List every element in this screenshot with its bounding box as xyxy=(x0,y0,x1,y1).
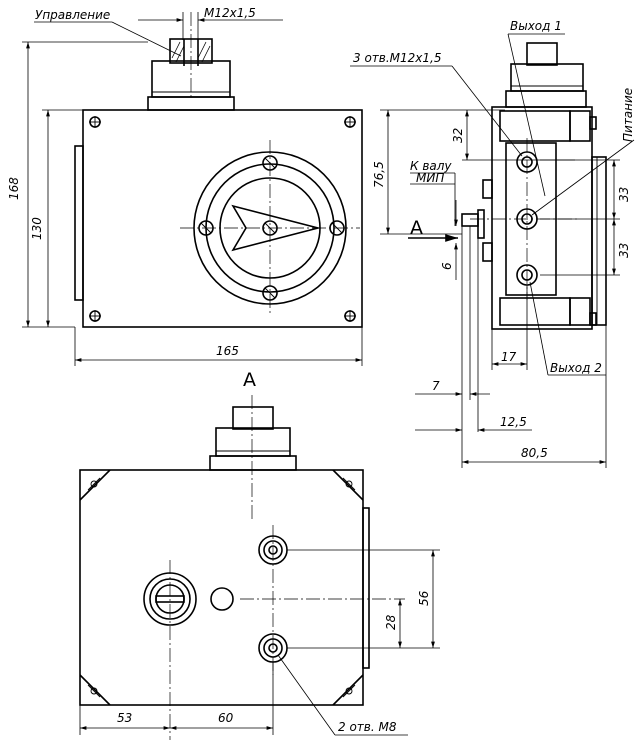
control-connector xyxy=(147,12,235,111)
dim-56: 56 xyxy=(417,590,431,606)
view-a: A xyxy=(79,369,440,740)
dim-168: 168 xyxy=(7,177,21,200)
indicator-dial xyxy=(180,140,360,315)
view-a-title: A xyxy=(243,369,256,391)
pointer-arrow-icon xyxy=(231,204,322,252)
housing-front xyxy=(82,109,363,328)
label-to-shaft: К валу xyxy=(410,159,452,173)
side-view: 3 отв.M12x1,5 Выход 1 Питание К валу МИП… xyxy=(350,19,635,468)
dim-33-lower: 33 xyxy=(617,243,631,258)
corner-screws xyxy=(89,116,356,322)
label-holes-2: 2 отв. М8 xyxy=(338,720,397,734)
dim-76-5: 76,5 xyxy=(372,161,386,188)
dim-28: 28 xyxy=(384,614,398,630)
view-a-arrow-label: A xyxy=(410,217,423,239)
label-output-1: Выход 1 xyxy=(510,19,562,33)
dims-side xyxy=(350,33,635,468)
label-holes-3: 3 отв.M12x1,5 xyxy=(353,51,441,65)
dim-60: 60 xyxy=(218,711,234,725)
dim-6: 6 xyxy=(440,262,454,270)
dims-front xyxy=(22,12,363,366)
output1-connector xyxy=(505,42,587,108)
dim-80-5: 80,5 xyxy=(521,446,548,460)
label-control: Управление xyxy=(35,8,110,22)
label-mip: МИП xyxy=(416,171,444,185)
dim-53: 53 xyxy=(117,711,132,725)
label-power: Питание xyxy=(621,88,635,142)
dim-17: 17 xyxy=(501,350,517,364)
label-output-2: Выход 2 xyxy=(550,361,602,375)
dim-33-upper: 33 xyxy=(617,187,631,202)
dim-130: 130 xyxy=(30,217,44,240)
front-view: Управление M12x1,5 168 130 165 xyxy=(7,6,363,366)
label-thread-top: M12x1,5 xyxy=(204,6,256,20)
dim-165: 165 xyxy=(216,344,239,358)
dim-32: 32 xyxy=(451,128,465,143)
dim-12-5: 12,5 xyxy=(500,415,527,429)
dim-7: 7 xyxy=(432,379,440,393)
